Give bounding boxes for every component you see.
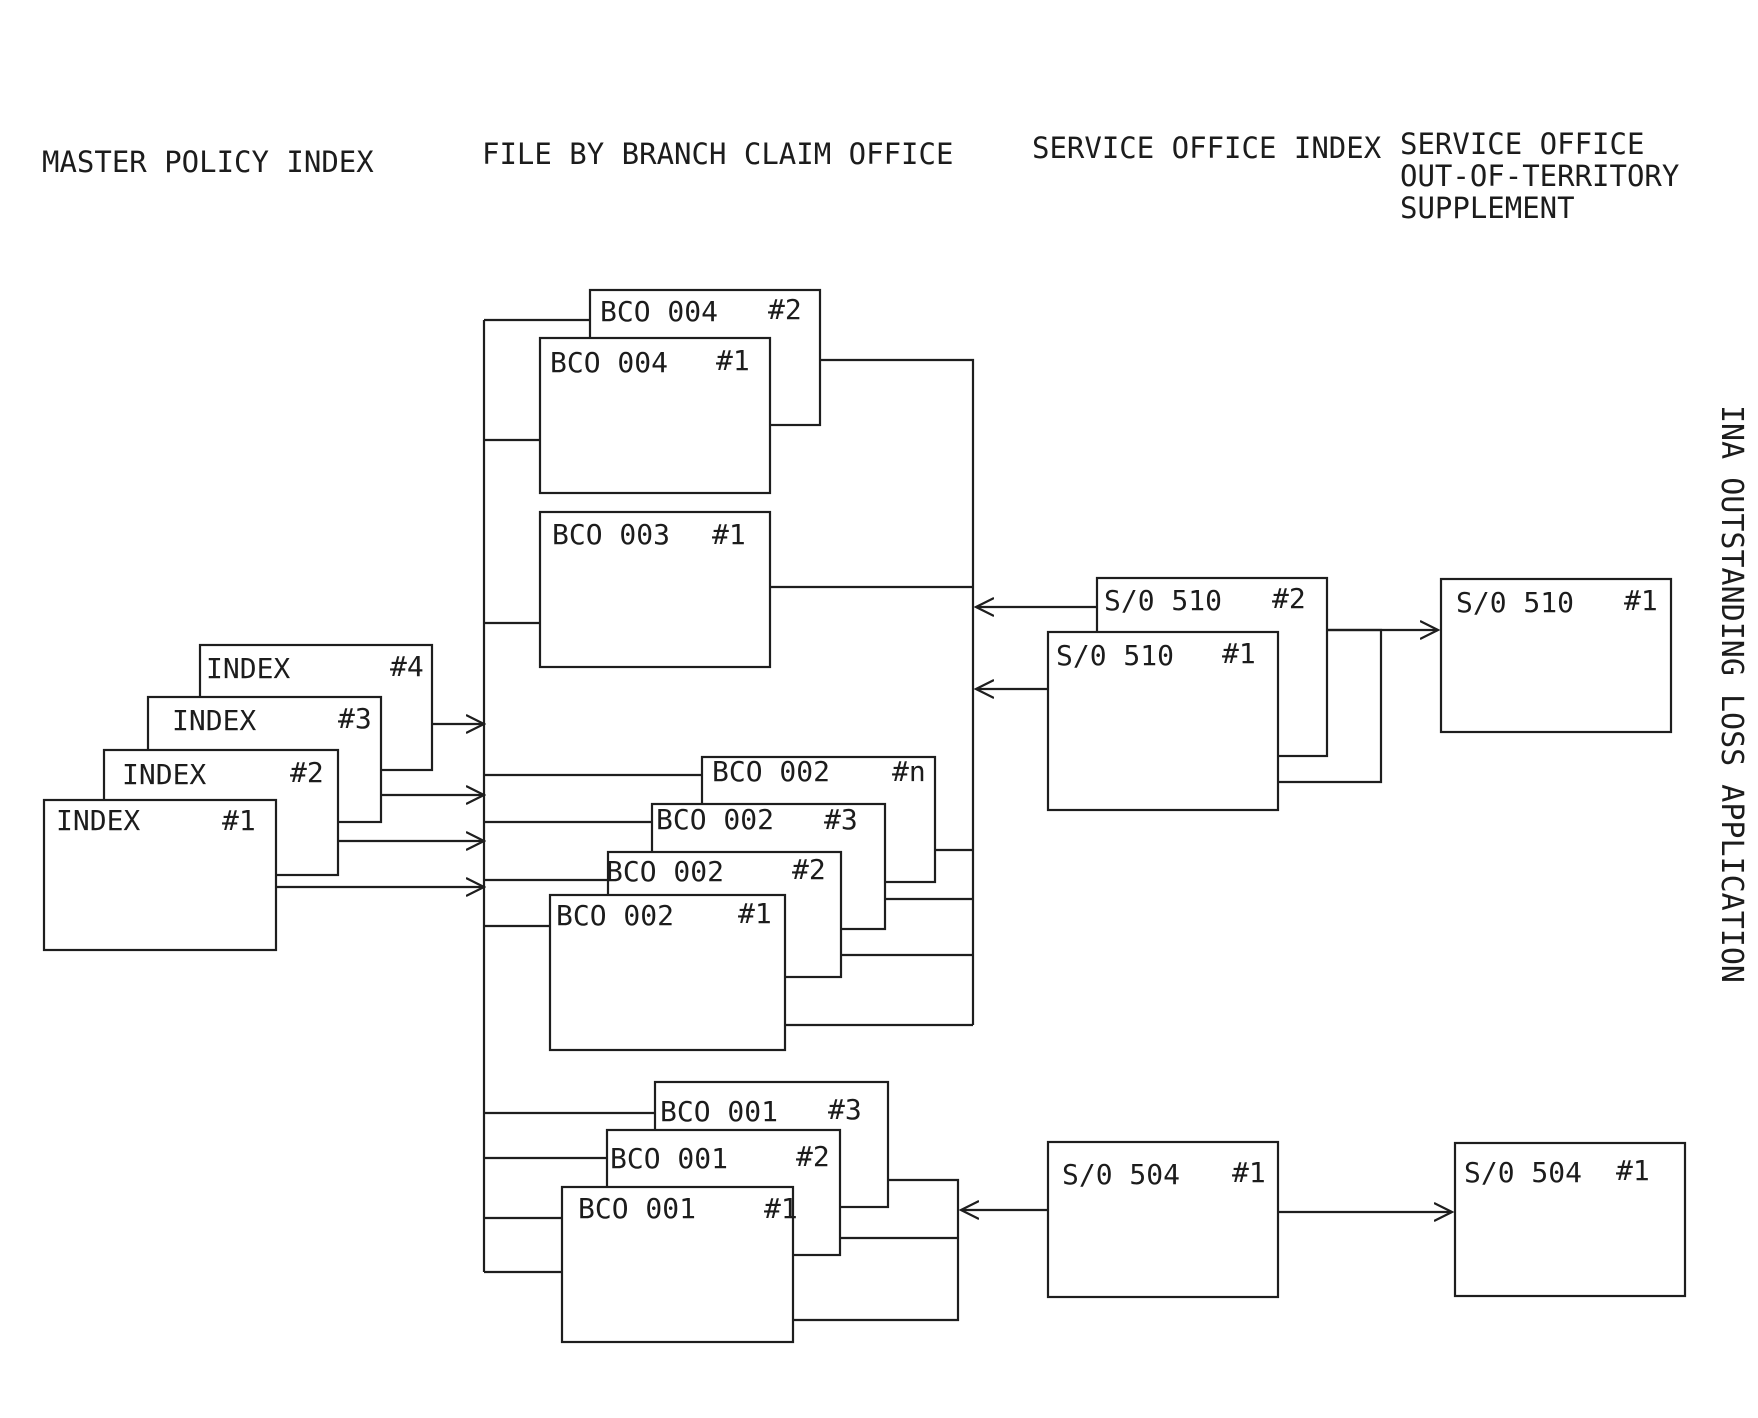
index-card-number: #2 [290, 756, 324, 789]
so-card-number: #1 [1222, 637, 1256, 670]
branch-claim-office-header: FILE BY BRANCH CLAIM OFFICE [482, 137, 953, 171]
index-card: INDEX #1 [42, 798, 278, 952]
so-card-name: S/0 510 [1104, 584, 1222, 617]
supplement-header-line3: SUPPLEMENT [1400, 191, 1575, 225]
bco-card-number: #2 [768, 293, 802, 326]
bco-card-name: BCO 002 [656, 803, 774, 836]
bco-card-name: BCO 002 [712, 755, 830, 788]
so-card-number: #2 [1272, 582, 1306, 615]
bco-card-number: #2 [796, 1140, 830, 1173]
bco-card-name: BCO 004 [600, 295, 718, 328]
bco-card-name: BCO 001 [660, 1095, 778, 1128]
supplement-card-name: S/0 510 [1456, 586, 1574, 619]
bco-card-number: #1 [712, 518, 746, 551]
bco-003-card: BCO 003 #1 [538, 510, 772, 669]
bco-card-number: #1 [716, 344, 750, 377]
bco-card-number: #2 [792, 853, 826, 886]
so-card-number: #1 [1232, 1156, 1266, 1189]
so-card-name: S/0 504 [1062, 1158, 1180, 1191]
master-policy-index-header: MASTER POLICY INDEX [42, 145, 374, 179]
bco-card-number: #1 [764, 1192, 798, 1225]
bco-004-card: BCO 004 #1 [538, 336, 772, 495]
bco-002-card: BCO 002 #1 [548, 893, 787, 1052]
so-card-name: S/0 510 [1056, 639, 1174, 672]
supplement-card-number: #1 [1624, 584, 1658, 617]
so-504-card: S/0 504 #1 [1046, 1140, 1280, 1299]
bco-card-name: BCO 004 [550, 346, 668, 379]
supplement-card-number: #1 [1616, 1154, 1650, 1187]
bco-card-name: BCO 001 [578, 1192, 696, 1225]
supplement-so-504-card: S/0 504 #1 [1453, 1141, 1687, 1298]
index-card-name: INDEX [56, 804, 140, 837]
bco-card-name: BCO 002 [556, 899, 674, 932]
bco001-right-bus [793, 1178, 960, 1322]
service-office-index-header: SERVICE OFFICE INDEX [1032, 131, 1382, 165]
bco-card-number: #n [892, 755, 926, 788]
bco-card-number: #3 [824, 803, 858, 836]
bco-card-name: BCO 003 [552, 518, 670, 551]
index-card-number: #4 [390, 650, 424, 683]
index-card-number: #3 [338, 702, 372, 735]
index-card-name: INDEX [172, 704, 256, 737]
index-card-name: INDEX [206, 652, 290, 685]
bco-card-number: #3 [828, 1093, 862, 1126]
index-card-number: #1 [222, 804, 256, 837]
application-title: INA OUTSTANDING LOSS APPLICATION [1714, 405, 1749, 983]
bco-card-name: BCO 001 [610, 1142, 728, 1175]
supplement-header-line1: SERVICE OFFICE [1400, 127, 1644, 161]
so-510-card: S/0 510 #1 [1046, 630, 1280, 812]
supplement-header-line2: OUT-OF-TERRITORY [1400, 159, 1679, 193]
index-card-name: INDEX [122, 758, 206, 791]
bco-card-number: #1 [738, 897, 772, 930]
supplement-so-510-card: S/0 510 #1 [1439, 577, 1673, 734]
supplement-card-name: S/0 504 [1464, 1156, 1582, 1189]
bco-card-name: BCO 002 [606, 855, 724, 888]
bco-001-card: BCO 001 #1 [560, 1185, 798, 1344]
branch-file-right-bus [820, 358, 975, 1025]
